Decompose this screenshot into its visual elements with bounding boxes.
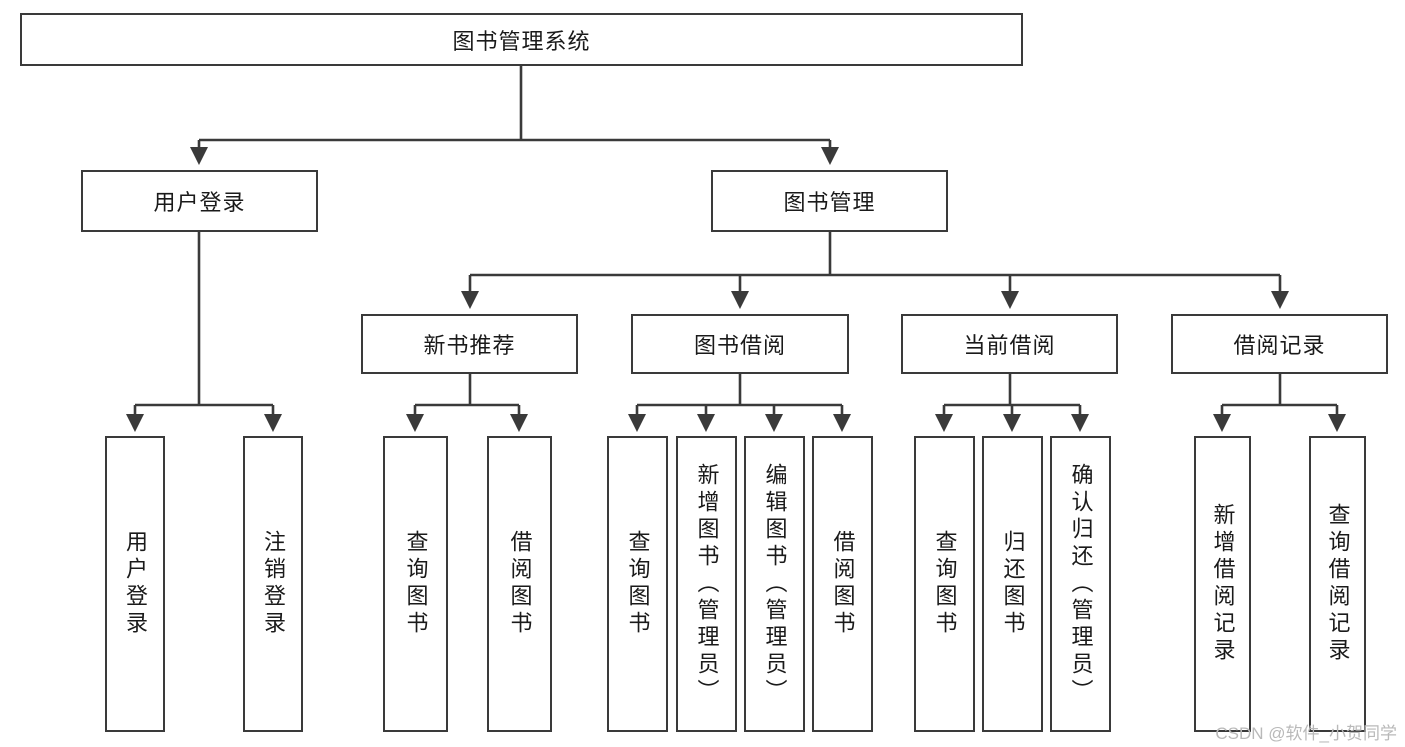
node-borrow-record-label: 借阅记录 bbox=[1233, 333, 1326, 358]
node-leaf-borrow-book-2[interactable]: 借阅图书 bbox=[812, 436, 873, 732]
node-leaf-query-record-label: 查询借阅记录 bbox=[1325, 503, 1351, 665]
node-leaf-query-book-1[interactable]: 查询图书 bbox=[383, 436, 448, 732]
node-leaf-confirm-return[interactable]: 确认归还（管理员） bbox=[1050, 436, 1111, 732]
node-leaf-add-record-label: 新增借阅记录 bbox=[1210, 503, 1236, 665]
node-leaf-add-book[interactable]: 新增图书（管理员） bbox=[676, 436, 737, 732]
node-leaf-confirm-return-label: 确认归还（管理员） bbox=[1068, 462, 1094, 706]
node-leaf-query-record[interactable]: 查询借阅记录 bbox=[1309, 436, 1366, 732]
csdn-watermark: CSDN @软件_小贺同学 bbox=[1215, 724, 1397, 743]
node-book-manage[interactable]: 图书管理 bbox=[711, 170, 948, 232]
node-leaf-borrow-book-1-label: 借阅图书 bbox=[507, 530, 533, 638]
node-leaf-return-book-label: 归还图书 bbox=[1000, 530, 1026, 638]
node-leaf-return-book[interactable]: 归还图书 bbox=[982, 436, 1043, 732]
node-user-login-label: 用户登录 bbox=[153, 190, 246, 215]
node-new-book-rec-label: 新书推荐 bbox=[423, 333, 516, 358]
node-book-manage-label: 图书管理 bbox=[783, 190, 876, 215]
node-book-borrow[interactable]: 图书借阅 bbox=[631, 314, 849, 374]
node-leaf-edit-book-label: 编辑图书（管理员） bbox=[762, 462, 788, 706]
node-leaf-query-book-3-label: 查询图书 bbox=[932, 530, 958, 638]
node-root-label: 图书管理系统 bbox=[452, 28, 591, 54]
node-root[interactable]: 图书管理系统 bbox=[20, 13, 1023, 66]
node-leaf-add-record[interactable]: 新增借阅记录 bbox=[1194, 436, 1251, 732]
node-borrow-record[interactable]: 借阅记录 bbox=[1171, 314, 1388, 374]
node-leaf-logout[interactable]: 注销登录 bbox=[243, 436, 303, 732]
node-leaf-edit-book[interactable]: 编辑图书（管理员） bbox=[744, 436, 805, 732]
node-current-borrow-label: 当前借阅 bbox=[963, 333, 1056, 358]
node-leaf-query-book-3[interactable]: 查询图书 bbox=[914, 436, 975, 732]
node-user-login[interactable]: 用户登录 bbox=[81, 170, 318, 232]
node-leaf-add-book-label: 新增图书（管理员） bbox=[694, 462, 720, 706]
node-leaf-query-book-2[interactable]: 查询图书 bbox=[607, 436, 668, 732]
node-current-borrow[interactable]: 当前借阅 bbox=[901, 314, 1118, 374]
node-leaf-logout-label: 注销登录 bbox=[261, 530, 286, 638]
node-leaf-borrow-book-1[interactable]: 借阅图书 bbox=[487, 436, 552, 732]
node-leaf-user-login-label: 用户登录 bbox=[123, 530, 148, 638]
node-book-borrow-label: 图书借阅 bbox=[693, 333, 786, 358]
node-leaf-query-book-2-label: 查询图书 bbox=[625, 530, 651, 638]
node-leaf-query-book-1-label: 查询图书 bbox=[403, 530, 429, 638]
node-leaf-user-login[interactable]: 用户登录 bbox=[105, 436, 165, 732]
node-leaf-borrow-book-2-label: 借阅图书 bbox=[830, 530, 856, 638]
node-new-book-rec[interactable]: 新书推荐 bbox=[361, 314, 578, 374]
